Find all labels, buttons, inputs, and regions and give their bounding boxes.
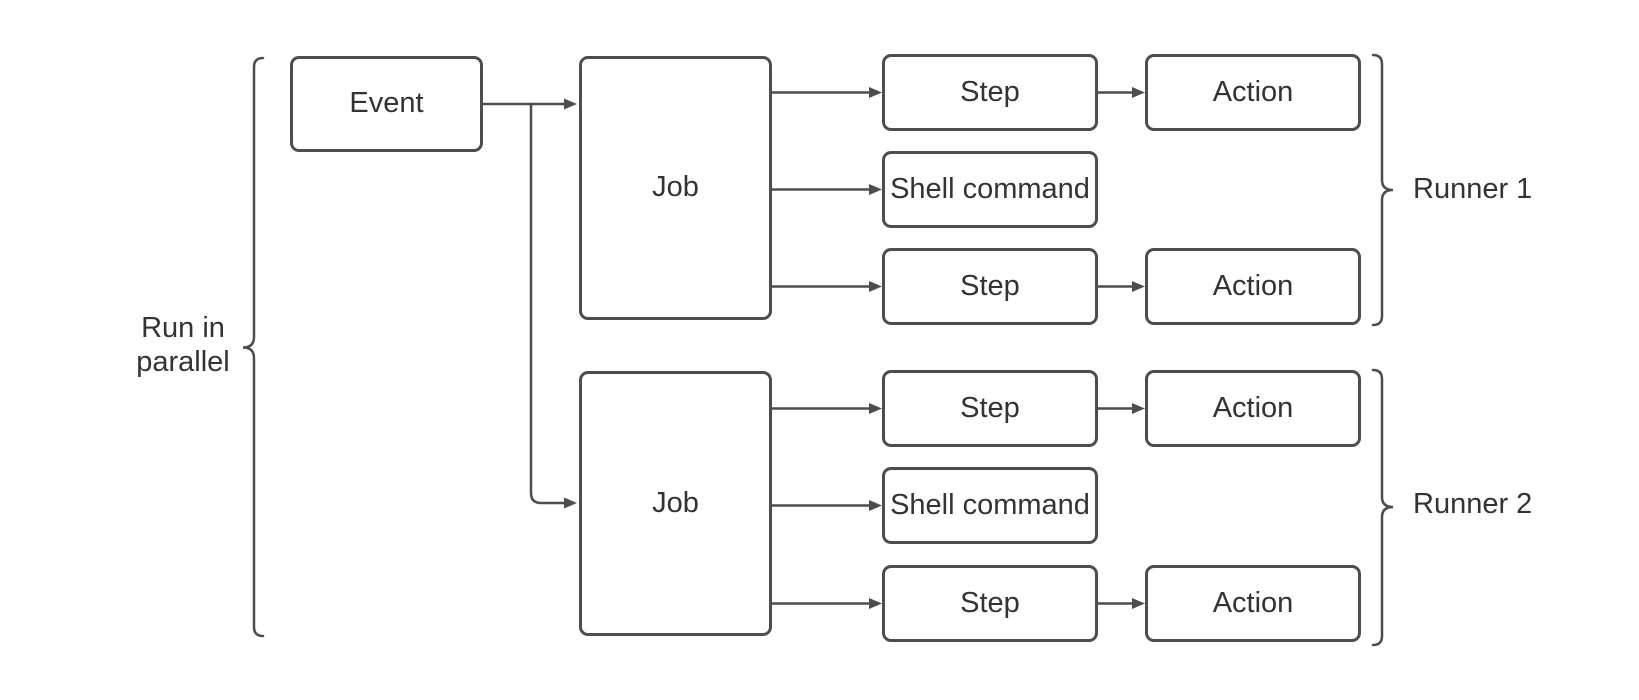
job2-action-a-node: Action xyxy=(1145,370,1361,447)
job1-shell-command-node: Shell command xyxy=(882,151,1098,228)
arrowhead-step-a-to-action-a xyxy=(1132,87,1145,98)
runner2-label: Runner 2 xyxy=(1413,488,1533,520)
arrowhead-step-b-to-action-b xyxy=(1132,281,1145,292)
arrowhead-job1-to-step-a xyxy=(869,87,882,98)
runner1-label: Runner 1 xyxy=(1413,173,1533,205)
arrowhead-step-d-to-action-d xyxy=(1132,598,1145,609)
arrowhead-step-c-to-action-c xyxy=(1132,403,1145,414)
job2-action-b-node: Action xyxy=(1145,565,1361,642)
arrowhead-job1-to-shell xyxy=(869,184,882,195)
arrowhead-event-to-job1 xyxy=(564,98,577,110)
job1-node: Job xyxy=(579,56,772,320)
run-in-parallel-brace xyxy=(242,56,265,638)
event-node: Event xyxy=(290,56,483,152)
job1-action-b-node: Action xyxy=(1145,248,1361,325)
arrowhead-job2-to-shell xyxy=(869,500,882,511)
job2-step-b-node: Step xyxy=(882,565,1098,642)
runner2-brace xyxy=(1371,368,1394,647)
job2-node: Job xyxy=(579,371,772,636)
run-in-parallel-label: Run in parallel xyxy=(136,312,230,378)
job2-step-a-node: Step xyxy=(882,370,1098,447)
arrowhead-job1-to-step-b xyxy=(869,281,882,292)
arrowhead-job2-to-step-a xyxy=(869,403,882,414)
arrowhead-job2-to-step-b xyxy=(869,598,882,609)
edge-event-to-job2 xyxy=(529,102,566,505)
job1-step-a-node: Step xyxy=(882,54,1098,131)
job1-action-a-node: Action xyxy=(1145,54,1361,131)
job1-step-b-node: Step xyxy=(882,248,1098,325)
arrowhead-event-to-job2 xyxy=(564,497,577,509)
job2-shell-command-node: Shell command xyxy=(882,467,1098,544)
runner1-brace xyxy=(1371,53,1394,327)
